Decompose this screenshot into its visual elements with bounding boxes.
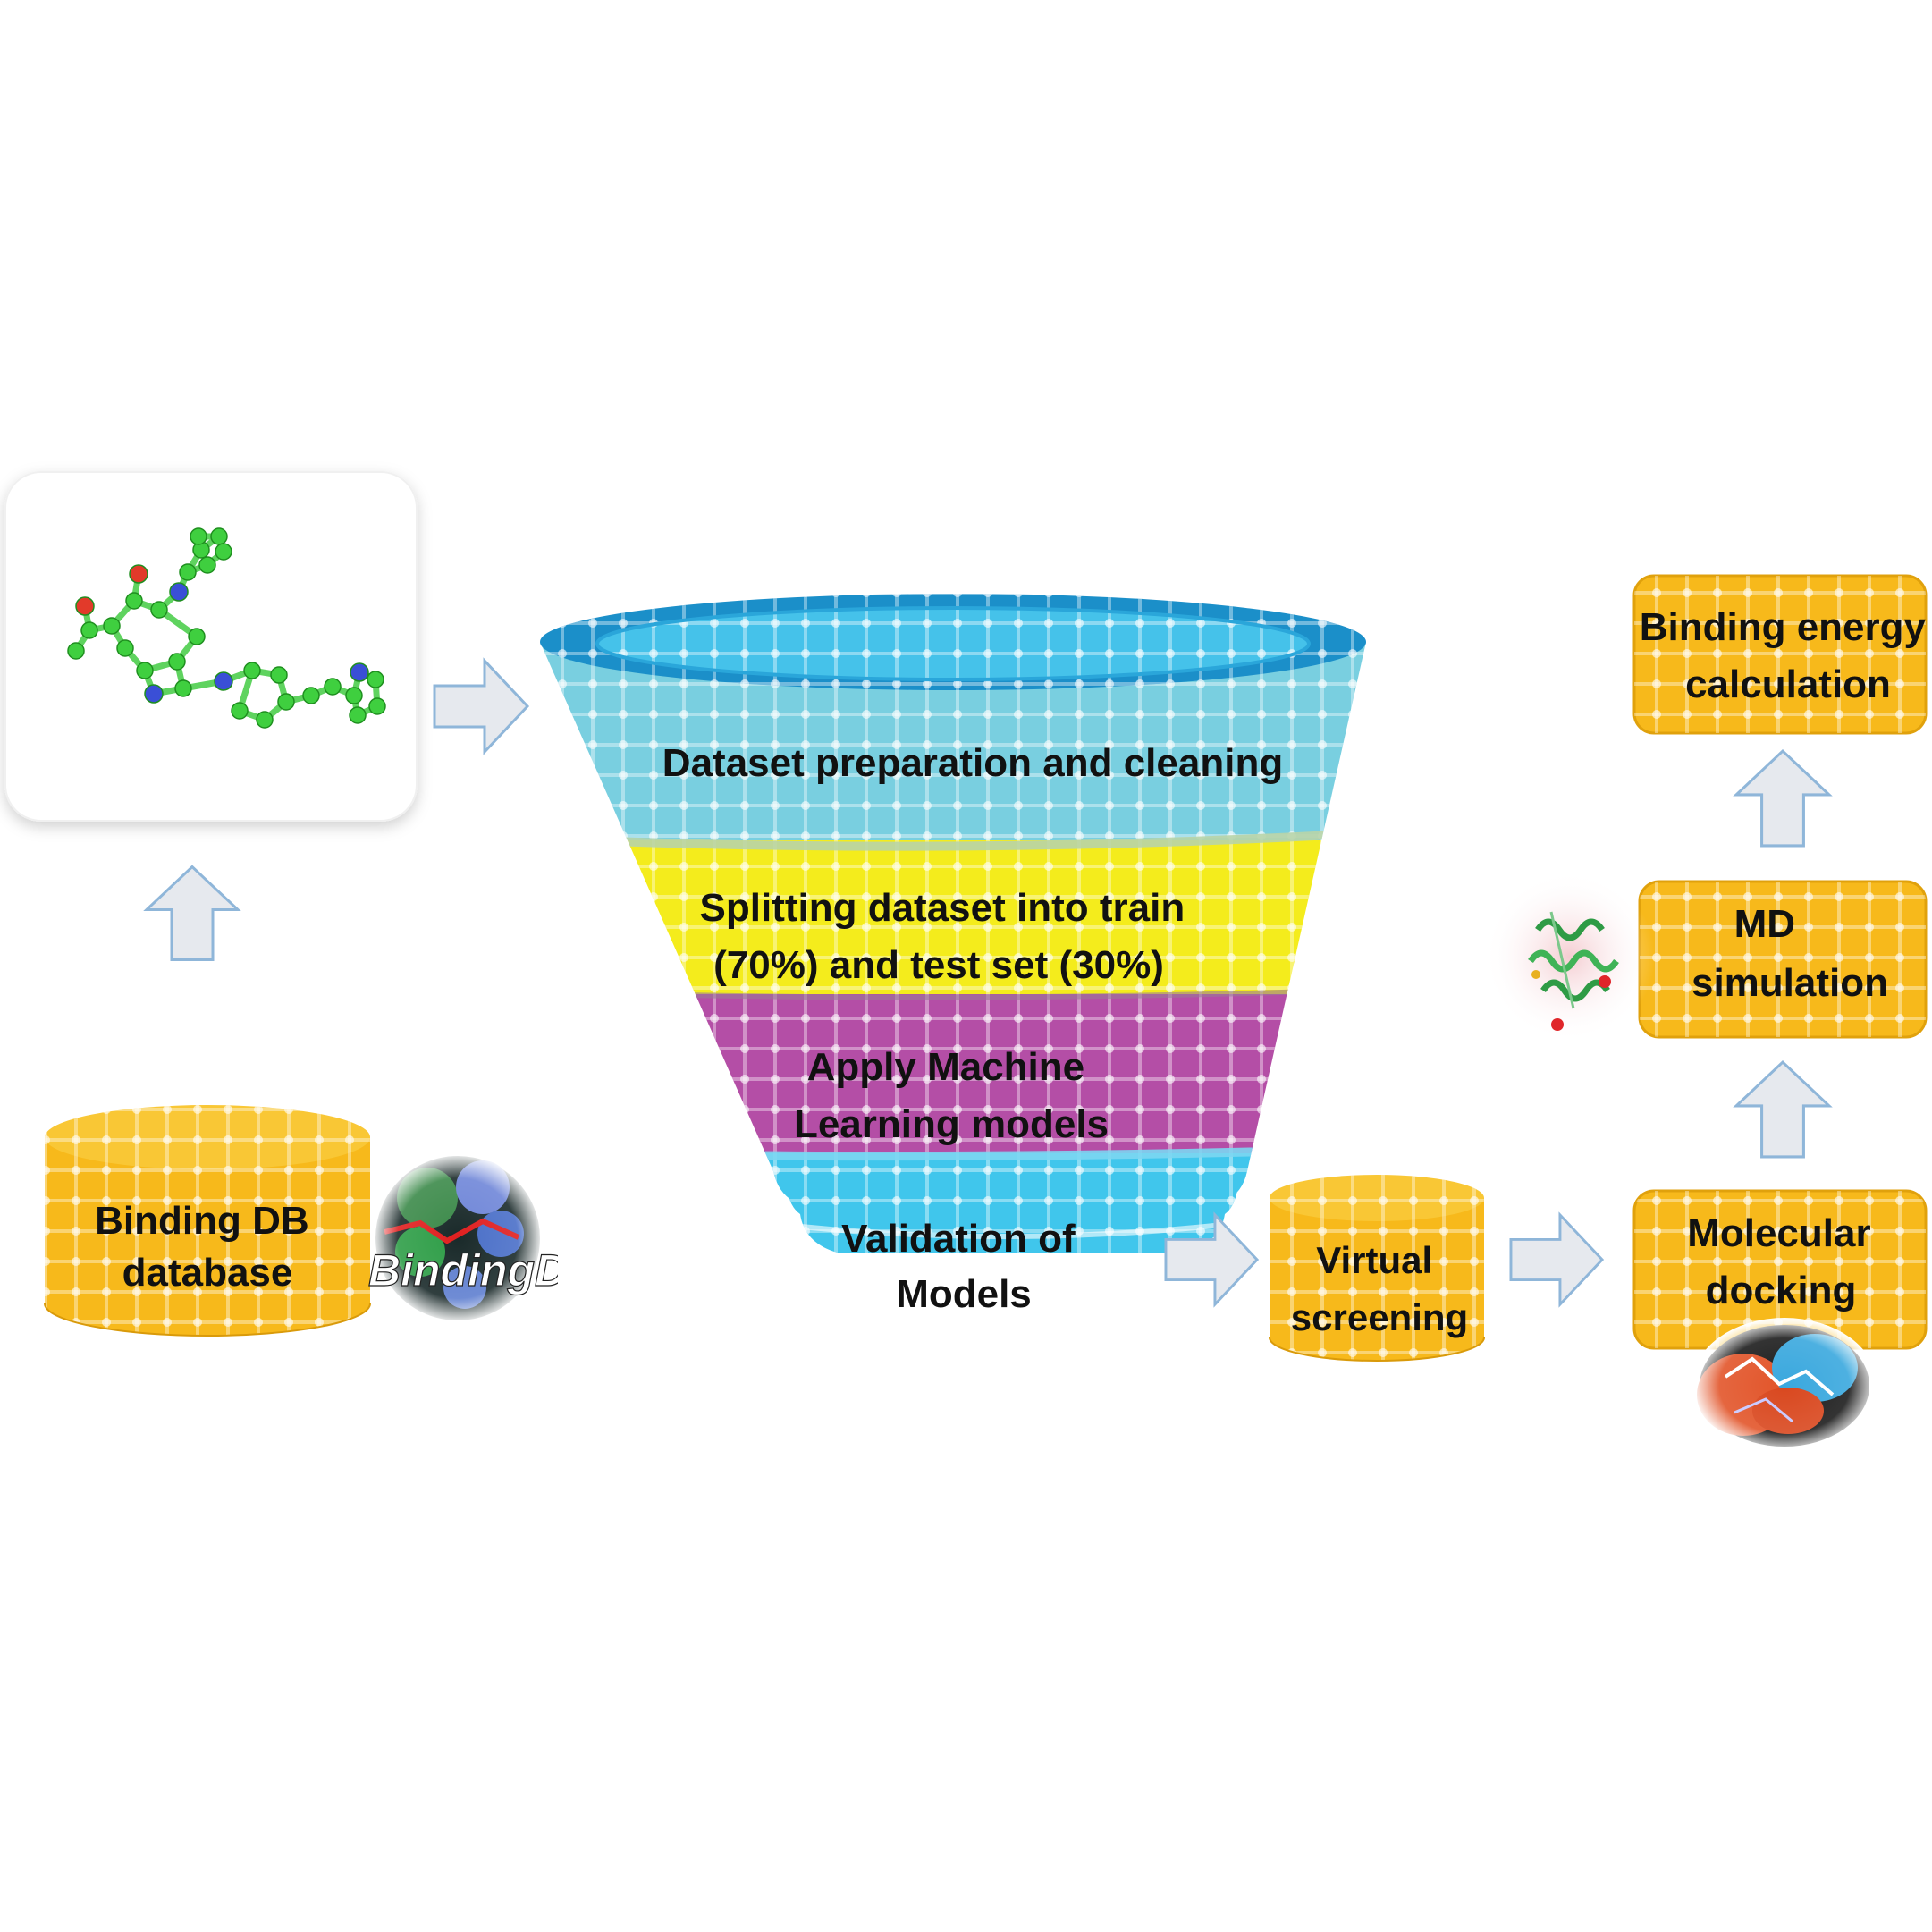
svg-text:Dataset preparation and cleani: Dataset preparation and cleaning	[662, 741, 1283, 785]
molecule-card	[4, 471, 418, 822]
funnel-stage3-line2: Learning models	[794, 1102, 1109, 1146]
svg-text:Apply Machine Learning m: Apply Machine Learning models	[794, 1045, 1109, 1146]
funnel-stage2-line1: Splitting dataset into train	[700, 886, 1185, 930]
funnel-stage3-line1: Apply Machine	[807, 1045, 1085, 1089]
molecule-atom	[168, 653, 186, 671]
funnel-stage4-line1: Validation of	[841, 1217, 1076, 1261]
molecule-atom	[190, 527, 207, 545]
docking-complex-icon	[1692, 1318, 1877, 1454]
binding-db-cylinder: Binding DB database	[44, 1105, 371, 1337]
arrow-up-docking-to-md	[1734, 1060, 1831, 1159]
svg-text:Binding DB database: Binding DB database	[95, 1199, 320, 1295]
molecule-atom	[277, 693, 295, 711]
molecule-atom	[198, 556, 216, 574]
molecule-atom	[214, 671, 233, 691]
bindingdb-logo: BindingDB	[367, 1152, 612, 1324]
molecule-atom	[210, 527, 228, 545]
molecule-atom	[270, 666, 288, 684]
molecule-atom	[215, 543, 232, 561]
md-simulation-line1: MD	[1734, 902, 1795, 946]
molecule-atom	[80, 621, 98, 639]
molecule-atom	[174, 679, 192, 697]
molecule-atom	[169, 582, 189, 602]
funnel-stage2-line2: (70%) and test set (30%)	[713, 943, 1164, 987]
molecular-docking-box: Molecular docking	[1632, 1189, 1928, 1350]
binding-energy-box: Binding energy calculation	[1632, 574, 1932, 735]
svg-text:Validation of Models: Validation of Models	[841, 1217, 1086, 1316]
binding-energy-line1: Binding energy	[1640, 605, 1927, 649]
svg-text:Binding energy calculati: Binding energy calculation	[1640, 605, 1932, 706]
molecule-atom	[243, 662, 261, 679]
molecular-docking-line1: Molecular	[1687, 1211, 1870, 1255]
molecule-atom	[345, 687, 363, 704]
molecule-atom	[125, 592, 143, 610]
molecule-structure-icon	[67, 527, 386, 729]
molecule-atom	[75, 596, 95, 616]
molecule-atom	[103, 617, 121, 635]
database-label-line2: database	[122, 1251, 293, 1295]
svg-text:Molecular docking: Molecular docking	[1687, 1211, 1882, 1312]
molecule-atom	[350, 662, 369, 682]
molecule-atom	[368, 697, 386, 715]
molecule-atom	[67, 642, 85, 660]
molecule-atom	[256, 711, 274, 729]
molecular-docking-line2: docking	[1706, 1269, 1857, 1312]
md-simulation-line2: simulation	[1692, 961, 1888, 1005]
molecule-atom	[150, 601, 168, 619]
database-label-line1: Binding DB	[95, 1199, 309, 1243]
ml-funnel: Dataset preparation and cleaning Splitti…	[540, 594, 1366, 1316]
virtual-screening-cylinder: Virtual screening	[1269, 1175, 1485, 1362]
molecule-atom	[302, 687, 320, 704]
molecule-atom	[136, 662, 154, 679]
virtual-screening-line1: Virtual	[1316, 1239, 1432, 1281]
molecule-atom	[179, 563, 197, 581]
svg-text:MD simulation: MD simulation	[1692, 902, 1888, 1005]
binding-energy-line2: calculation	[1685, 662, 1891, 706]
molecule-atom	[129, 564, 148, 584]
molecule-atom	[188, 628, 206, 645]
molecule-atom	[367, 671, 384, 688]
virtual-screening-line2: screening	[1291, 1296, 1468, 1338]
funnel-stage4-line2: Models	[896, 1272, 1032, 1316]
arrow-right-molecule-to-funnel	[433, 659, 529, 754]
arrow-up-database-to-molecule	[145, 865, 240, 962]
svg-text:Virtual screening: Virtual screening	[1291, 1239, 1468, 1338]
molecule-atom	[349, 706, 367, 724]
protein-structure-icon	[1483, 871, 1655, 1042]
funnel-stage1-line1: Dataset preparation and cleaning	[662, 741, 1283, 785]
arrow-right-screening-to-docking	[1509, 1213, 1604, 1306]
arrow-up-md-to-energy	[1734, 749, 1831, 848]
molecule-atom	[324, 678, 342, 696]
svg-text:Splitting dataset into train: Splitting dataset into train (70%) and t…	[700, 886, 1196, 987]
molecule-atom	[144, 684, 164, 704]
md-simulation-box: MD simulation	[1638, 880, 1928, 1039]
molecule-atom	[231, 702, 249, 720]
molecule-atom	[116, 639, 134, 657]
